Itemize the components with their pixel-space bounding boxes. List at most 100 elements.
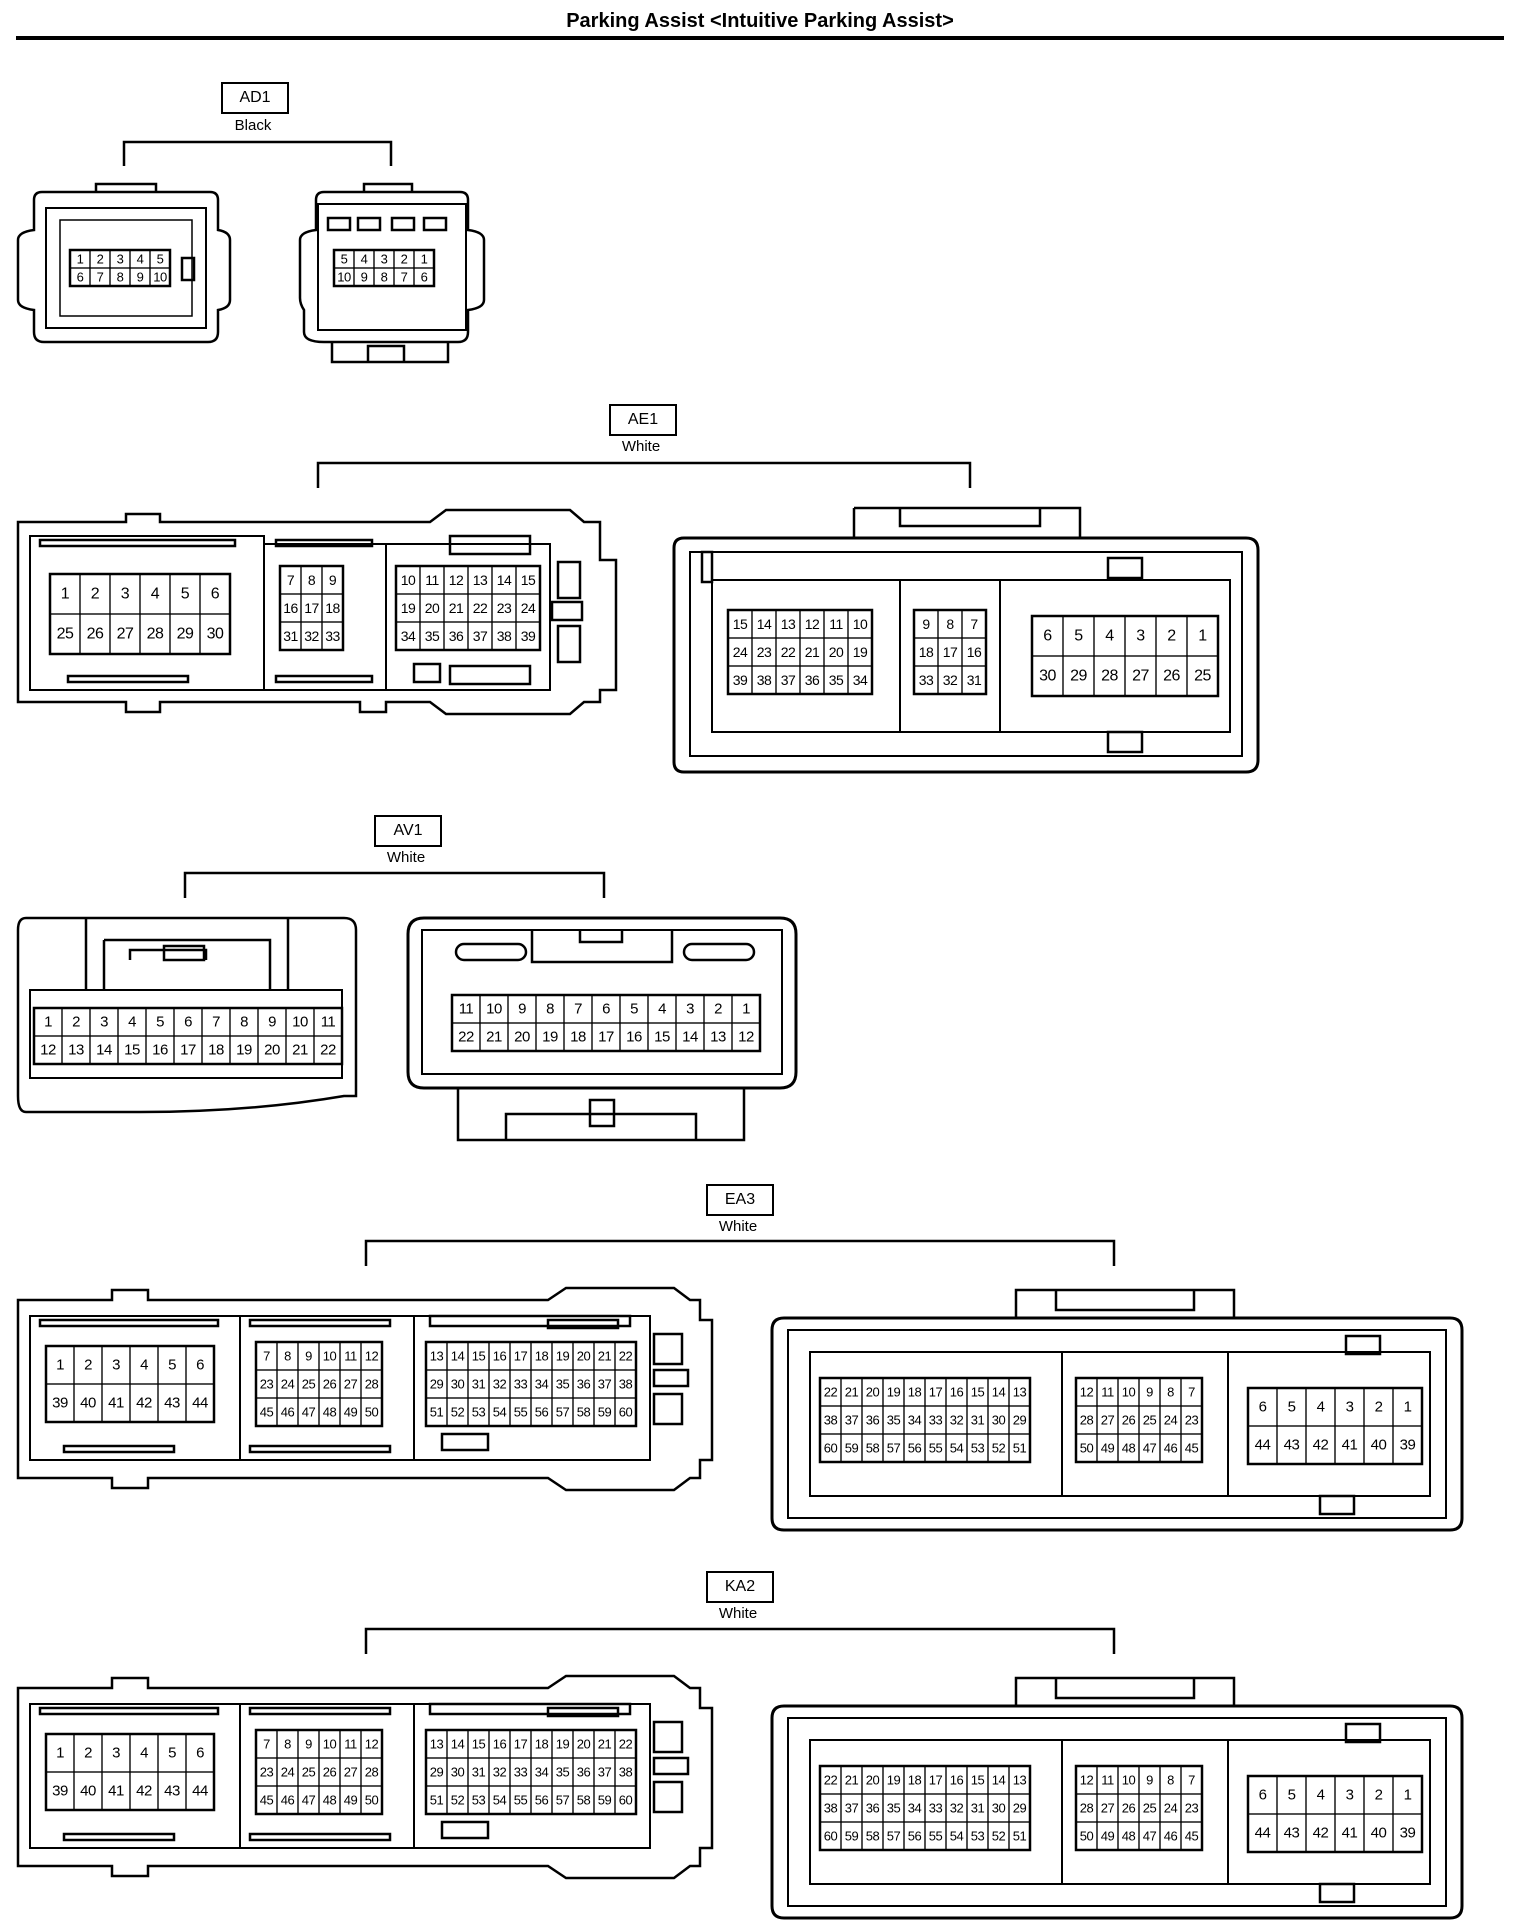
pin-number: 22	[619, 1349, 633, 1364]
pin-cell	[185, 1771, 215, 1811]
pin-number: 8	[381, 270, 388, 285]
pin-number: 29	[177, 626, 194, 643]
pin-number: 38	[619, 1765, 633, 1780]
pin-number: 49	[344, 1405, 358, 1420]
pin-cell	[961, 665, 987, 695]
pin-number: 25	[57, 626, 74, 643]
pin-number: 1	[1198, 628, 1207, 645]
pin-number: 1	[77, 252, 84, 267]
pin-number: 56	[535, 1405, 549, 1420]
pin-number: 11	[1101, 1385, 1114, 1400]
pin-number: 27	[117, 626, 134, 643]
pin-number: 21	[292, 1042, 308, 1059]
pin-number: 28	[147, 626, 164, 643]
connector-color-ae1: White	[621, 438, 661, 455]
pin-number: 2	[714, 1001, 722, 1018]
connector-code-ae1: AE1	[609, 404, 677, 436]
pin-number: 17	[929, 1385, 943, 1400]
pin-number: 11	[344, 1737, 357, 1752]
pin-number: 34	[401, 628, 416, 644]
pin-number: 4	[1317, 1787, 1325, 1804]
pin-number: 4	[140, 1357, 148, 1374]
connector-code-ad1: AD1	[221, 82, 289, 114]
pin-number: 11	[425, 572, 439, 588]
pin-number: 30	[992, 1413, 1006, 1428]
pin-number: 4	[361, 252, 368, 267]
pin-number: 6	[1043, 628, 1052, 645]
bracket-ea3	[364, 1239, 1116, 1266]
pin-number: 47	[1143, 1829, 1157, 1844]
pin-number: 3	[112, 1357, 120, 1374]
pin-number: 30	[451, 1377, 465, 1392]
pin-number: 1	[1404, 1787, 1412, 1804]
pin-number: 59	[845, 1829, 859, 1844]
pin-number: 5	[157, 252, 164, 267]
pin-number: 12	[365, 1737, 379, 1752]
pin-number: 30	[992, 1801, 1006, 1816]
pin-number: 16	[283, 600, 298, 616]
pin-number: 45	[1185, 1829, 1199, 1844]
pin-number: 17	[514, 1349, 528, 1364]
pin-number: 15	[472, 1737, 486, 1752]
pin-number: 15	[971, 1385, 985, 1400]
pin-number: 50	[365, 1793, 379, 1808]
pin-number: 3	[1346, 1399, 1354, 1416]
pin-number: 37	[598, 1765, 612, 1780]
page-title: Parking Assist <Intuitive Parking Assist…	[566, 10, 954, 32]
pin-number: 58	[577, 1793, 591, 1808]
pin-cell	[515, 621, 541, 651]
pin-number: 14	[992, 1773, 1006, 1788]
pin-number: 37	[845, 1801, 859, 1816]
pin-number: 8	[946, 616, 954, 632]
pin-number: 55	[514, 1793, 528, 1808]
pin-number: 17	[304, 600, 319, 616]
pin-number: 37	[781, 672, 796, 688]
pin-number: 12	[449, 572, 464, 588]
pin-number: 2	[84, 1745, 92, 1762]
pin-number: 12	[1080, 1773, 1094, 1788]
pin-number: 16	[950, 1385, 964, 1400]
pin-number: 32	[950, 1801, 964, 1816]
bracket-ae1	[316, 461, 972, 488]
pin-cell	[847, 665, 873, 695]
pin-number: 26	[1122, 1413, 1136, 1428]
pin-number: 31	[971, 1413, 985, 1428]
pin-number: 10	[337, 270, 351, 285]
pin-number: 1	[742, 1001, 750, 1018]
pin-number: 50	[1080, 1441, 1094, 1456]
pin-number: 42	[1313, 1825, 1329, 1842]
pin-number: 21	[449, 600, 464, 616]
pin-number: 31	[472, 1377, 486, 1392]
pin-number: 18	[570, 1029, 586, 1046]
connector-color-av1: White	[386, 849, 426, 866]
pin-number: 58	[866, 1441, 880, 1456]
pin-number: 5	[156, 1014, 164, 1031]
pin-number: 18	[535, 1349, 549, 1364]
pin-cell	[614, 1785, 637, 1815]
ad1-left-housing	[16, 182, 232, 344]
pin-number: 54	[950, 1441, 964, 1456]
pin-number: 35	[425, 628, 440, 644]
pin-number: 26	[323, 1765, 337, 1780]
pin-number: 13	[473, 572, 488, 588]
pin-number: 44	[192, 1783, 208, 1800]
pin-number: 5	[168, 1745, 176, 1762]
pin-number: 33	[919, 672, 934, 688]
pin-number: 13	[68, 1042, 84, 1059]
pin-number: 9	[268, 1014, 276, 1031]
pin-cell	[185, 1383, 215, 1423]
pin-number: 43	[164, 1783, 180, 1800]
pin-number: 60	[824, 1441, 838, 1456]
title-rule	[16, 36, 1504, 40]
pin-number: 40	[80, 1783, 96, 1800]
pin-cell	[321, 621, 344, 651]
pin-cell	[1008, 1433, 1031, 1463]
pin-number: 24	[1164, 1413, 1178, 1428]
pin-number: 28	[365, 1377, 379, 1392]
